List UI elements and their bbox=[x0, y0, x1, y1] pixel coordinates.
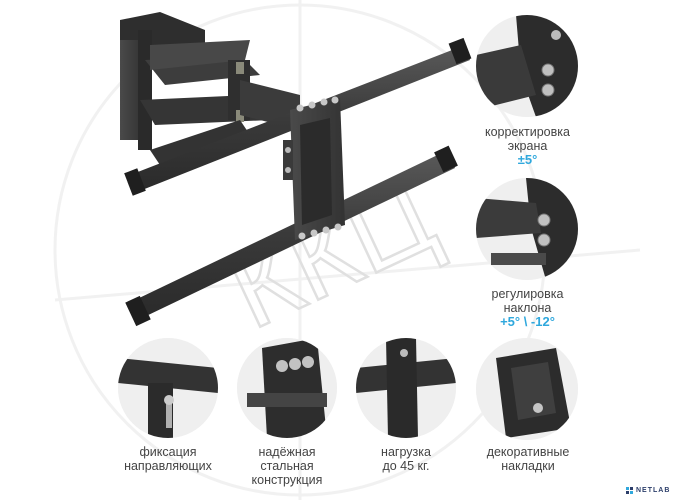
brand-name: NETLAB bbox=[636, 487, 671, 494]
detail-guide-lock bbox=[118, 338, 218, 438]
netlab-logo-icon bbox=[626, 487, 633, 494]
detail-screen-correction bbox=[476, 15, 578, 117]
detail-tilt-adjustment bbox=[476, 178, 578, 280]
detail-steel-construction bbox=[237, 338, 337, 438]
caption-steel-construction: надёжная стальная конструкция bbox=[251, 445, 323, 487]
caption-decorative-covers: декоративные накладки bbox=[486, 445, 570, 473]
caption-guide-lock: фиксация направляющих bbox=[124, 445, 212, 473]
caption-screen-correction: корректировка экрана ±5° bbox=[485, 125, 570, 167]
swing-arm bbox=[140, 40, 300, 165]
caption-load-capacity: нагрузка до 45 кг. bbox=[381, 445, 431, 473]
detail-load-capacity bbox=[356, 338, 456, 438]
detail-decorative-covers bbox=[476, 338, 578, 440]
tilt-plate bbox=[283, 96, 345, 240]
caption-tilt-adjustment: регулировка наклона +5° \ -12° bbox=[491, 287, 564, 329]
